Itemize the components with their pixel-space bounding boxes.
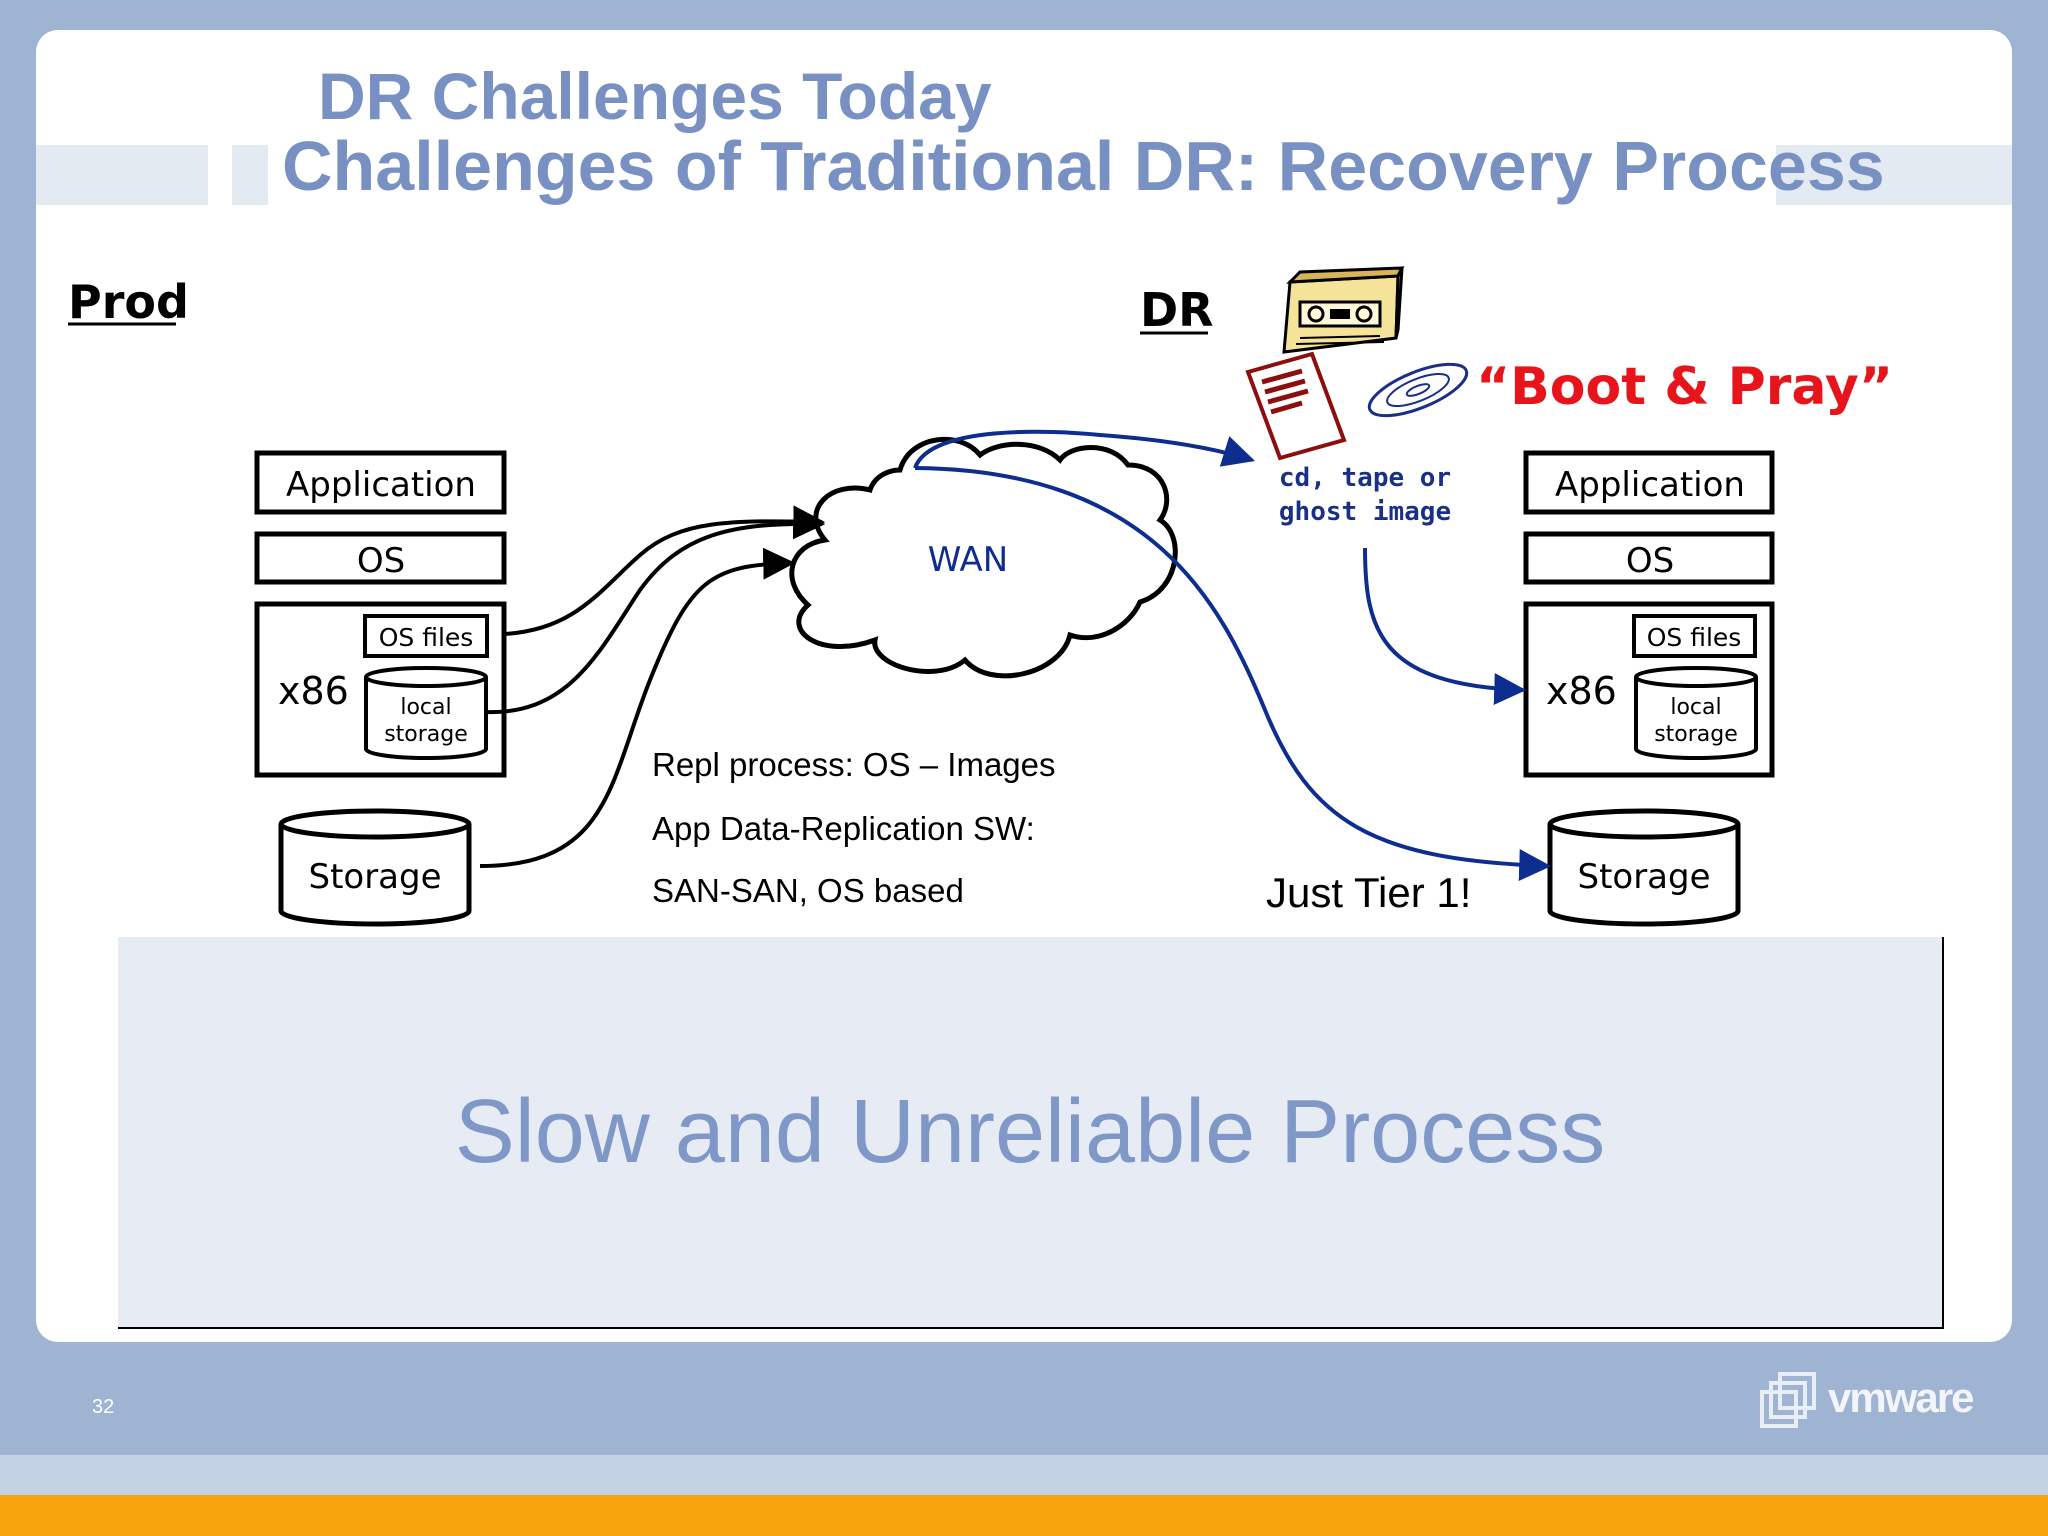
prod-local-label: local xyxy=(400,695,451,720)
dr-local-label: local xyxy=(1670,695,1721,720)
header-band-mid xyxy=(232,145,268,205)
dr-x86-label: x86 xyxy=(1546,669,1617,713)
prod-application-box xyxy=(254,450,507,515)
arrow-media-to-dr-x86 xyxy=(1363,547,1527,705)
header-band-right xyxy=(1776,145,2012,205)
wan-label: WAN xyxy=(928,540,1008,580)
prod-os-files-box xyxy=(363,614,489,658)
just-tier-label: Just Tier 1! xyxy=(1266,869,1471,916)
prod-os-box xyxy=(254,531,507,585)
arrow-storage-to-wan xyxy=(479,547,796,868)
dr-storage-top xyxy=(1547,808,1741,840)
prod-storage-top xyxy=(278,808,472,840)
prod-storage-label: Storage xyxy=(308,857,441,897)
dr-label: DR xyxy=(1140,283,1214,337)
dr-storage-label-small: storage xyxy=(1654,722,1738,747)
dr-application-box xyxy=(1523,450,1775,515)
document-icon xyxy=(1245,351,1347,461)
prod-local-storage-top xyxy=(364,666,488,688)
prod-storage-label-small: storage xyxy=(384,722,468,747)
prod-x86-label: x86 xyxy=(278,669,349,713)
media-label-line2: ghost image xyxy=(1279,497,1451,527)
dr-os-box xyxy=(1523,531,1775,585)
dr-storage-label: Storage xyxy=(1577,857,1710,897)
dr-os-files-box xyxy=(1632,614,1757,658)
slide-title: DR Challenges Today xyxy=(318,59,992,133)
arrow-local-storage-to-wan xyxy=(485,507,826,715)
media-label-line1: cd, tape or xyxy=(1279,463,1451,493)
tape-cassette-icon xyxy=(1282,266,1405,354)
prod-storage-cylinder xyxy=(278,824,472,927)
dr-local-storage-cylinder xyxy=(1634,677,1758,760)
vmware-logo: vmware xyxy=(1758,1370,1998,1432)
prod-os-files-label: OS files xyxy=(379,623,474,652)
dr-stack: Application OS x86 OS files local storag… xyxy=(1523,450,1775,927)
repl-note-line2: App Data-Replication SW: xyxy=(652,810,1035,847)
page-number: 32 xyxy=(92,1396,115,1418)
vmware-logo-icon xyxy=(1760,1372,1816,1428)
repl-note-line3: SAN-SAN, OS based xyxy=(652,872,964,909)
cd-disc-icon xyxy=(1367,362,1469,418)
prod-local-storage-cylinder xyxy=(364,677,488,760)
dr-application-label: Application xyxy=(1555,465,1745,505)
prod-label: Prod xyxy=(68,275,189,329)
dr-os-label: OS xyxy=(1626,541,1674,581)
vmware-wordmark: vmware xyxy=(1828,1374,1974,1421)
summary-box: Slow and Unreliable Process xyxy=(118,937,1944,1329)
repl-note-line1: Repl process: OS – Images xyxy=(652,746,1056,783)
dr-storage-cylinder xyxy=(1547,824,1741,927)
summary-text: Slow and Unreliable Process xyxy=(454,1081,1606,1182)
arrow-wan-to-media xyxy=(913,429,1256,469)
footer-band xyxy=(0,1455,2048,1495)
slide-subtitle: Challenges of Traditional DR: Recovery P… xyxy=(282,127,1885,205)
dr-local-storage-top xyxy=(1634,666,1758,688)
boot-pray-label: “Boot & Pray” xyxy=(1476,357,1893,417)
dr-os-files-label: OS files xyxy=(1647,623,1742,652)
header-band-left xyxy=(36,145,208,205)
arrow-os-files-to-wan xyxy=(503,505,826,636)
footer-accent-band xyxy=(0,1495,2048,1536)
prod-os-label: OS xyxy=(357,541,405,581)
wan-cloud: WAN xyxy=(789,437,1178,679)
prod-stack: Application OS x86 OS files local storag… xyxy=(254,450,507,927)
arrow-wan-to-dr-storage xyxy=(914,466,1552,882)
prod-application-label: Application xyxy=(286,465,476,505)
